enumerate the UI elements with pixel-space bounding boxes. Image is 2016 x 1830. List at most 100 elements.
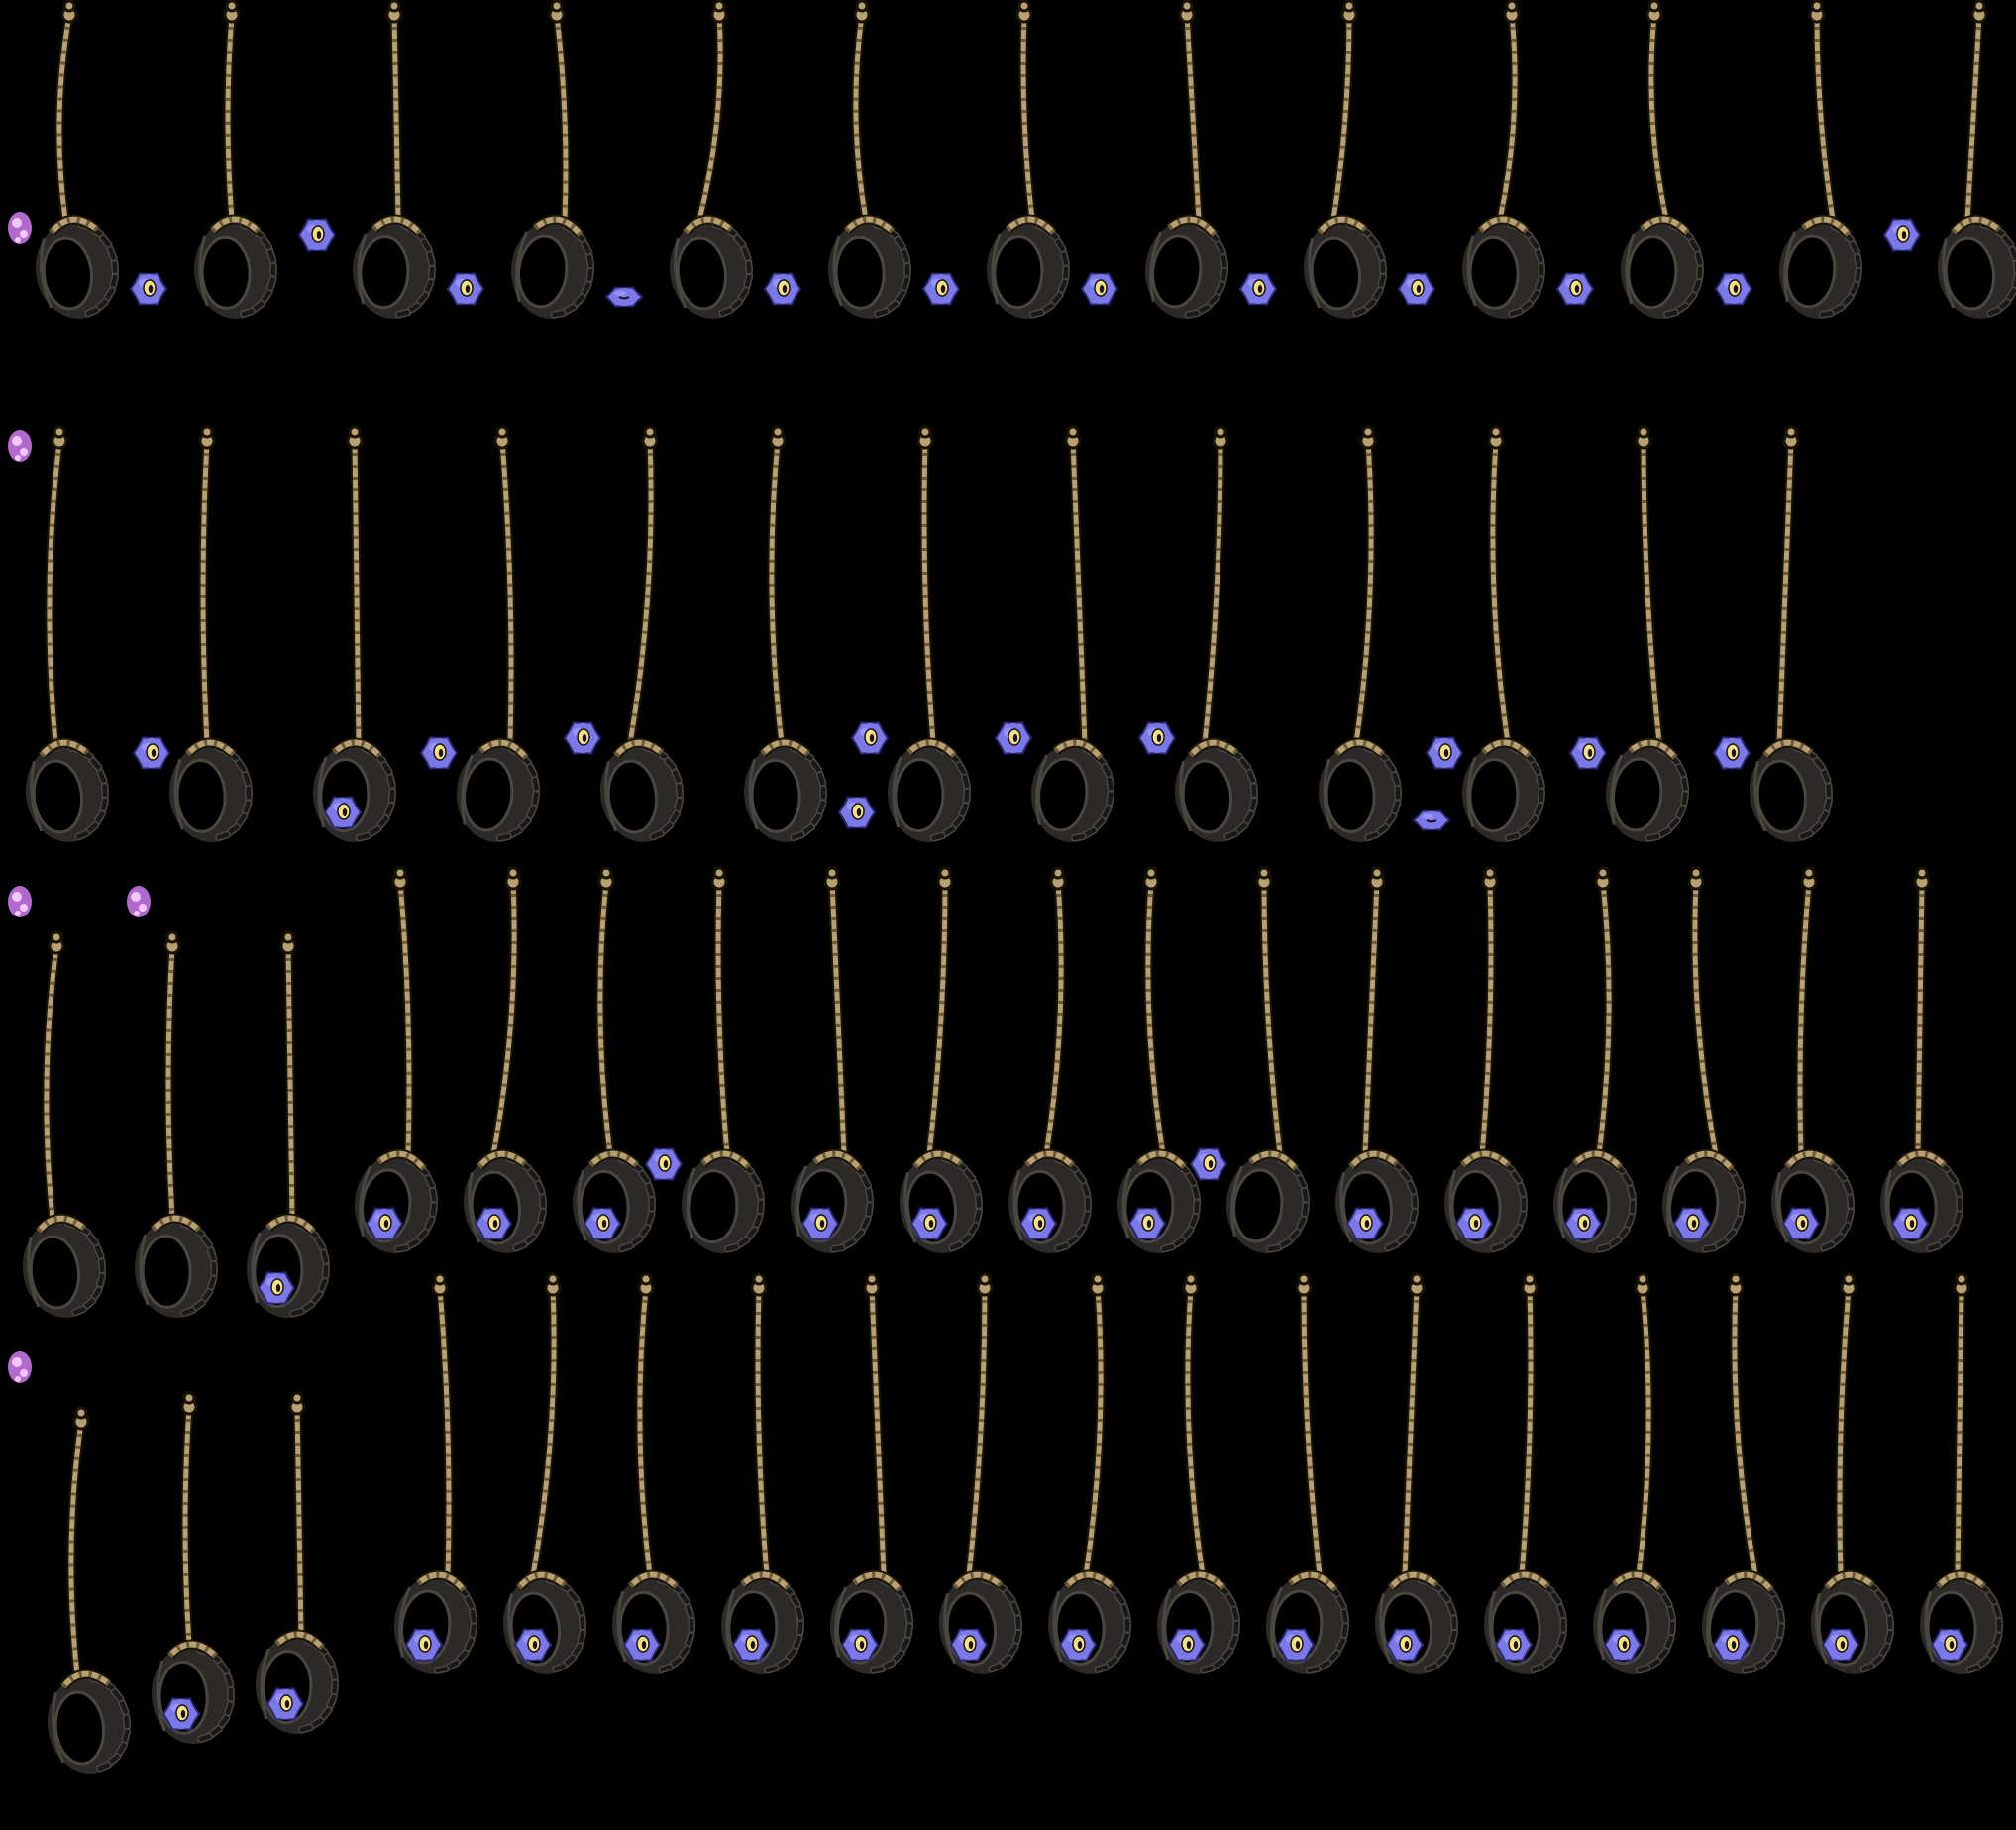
puffle-pupil: [582, 734, 587, 742]
puffle: [323, 796, 363, 829]
rope-wrap: [1478, 216, 1529, 234]
tire-tread: [1231, 1620, 1240, 1636]
tire: [1170, 737, 1263, 846]
tire-tread: [1394, 785, 1402, 802]
tire: [1439, 1148, 1533, 1257]
tire-rim-highlight: [1753, 760, 1767, 832]
rope-stripes: [1814, 14, 1836, 221]
swing-frame: [8, 1351, 136, 1777]
puffle-pupil: [1186, 1641, 1192, 1649]
tire-rim-highlight: [1035, 754, 1049, 825]
tire: [665, 214, 758, 323]
puffle-pupil: [1731, 749, 1737, 757]
tire-tread: [197, 1732, 213, 1744]
rope-knot-top: [1410, 1272, 1424, 1286]
puffle-pupil: [819, 1220, 825, 1228]
puffle: [1454, 1207, 1494, 1240]
rope-stripes: [1202, 440, 1223, 744]
rope-stripes: [47, 440, 62, 744]
rope-stripes: [1184, 14, 1202, 221]
rope-stripes: [1648, 14, 1669, 221]
tire-tread: [1680, 790, 1690, 807]
puffle: [1276, 1628, 1316, 1662]
puffle-pupil: [869, 734, 875, 742]
tire-tread: [1537, 788, 1545, 804]
tire-tread: [1364, 830, 1380, 842]
puffle: [265, 1687, 305, 1721]
rope-stripes: [1479, 881, 1494, 1155]
tire-rim-highlight: [795, 1165, 808, 1237]
rope-wrap: [1762, 739, 1813, 758]
tire-tread: [718, 306, 734, 318]
tire-rim-highlight: [1666, 1165, 1680, 1237]
rope-stripes: [165, 945, 175, 1220]
tire-hole: [993, 235, 1044, 310]
tire-tread: [1384, 1240, 1400, 1252]
rope-stripes: [352, 440, 362, 744]
swing-frame: [934, 1272, 1027, 1678]
tire-rim-highlight: [156, 1660, 166, 1732]
tire-rim-highlight: [616, 1590, 627, 1663]
puffle-pupil: [1901, 231, 1907, 239]
rope-wrap: [1500, 1571, 1550, 1589]
tire-rim-highlight: [317, 756, 328, 828]
tire: [31, 214, 124, 323]
puffle: [1930, 1628, 1969, 1662]
tire-rim-highlight: [1488, 1590, 1499, 1663]
tire-tread: [395, 308, 411, 319]
rope-stripes: [715, 881, 730, 1155]
tire-rim-highlight: [1323, 758, 1333, 830]
puffle-body: [1418, 811, 1445, 829]
rope-knot-top: [387, 0, 401, 13]
tire-hole: [463, 757, 514, 832]
tire-tread: [1223, 829, 1239, 841]
tire-hole: [1181, 759, 1233, 834]
tire: [1026, 737, 1119, 846]
sparkle: [8, 886, 32, 917]
swing-frame: [1806, 1272, 1899, 1678]
tire-rim-highlight: [1597, 1588, 1608, 1661]
row-1-idle-swing: [8, 0, 2016, 323]
puffle: [840, 1628, 880, 1662]
rope-knot-top: [1017, 0, 1031, 13]
puffle: [1603, 1628, 1643, 1662]
puffle-pupil: [1364, 1220, 1370, 1228]
rope-wrap: [760, 739, 810, 757]
rope-knot-top: [165, 930, 179, 944]
puffle-pupil: [968, 1641, 974, 1649]
puffle: [994, 721, 1033, 755]
rope-stripes: [1641, 440, 1662, 744]
rope-knot-top: [74, 1406, 88, 1420]
tire-rim-highlight: [1783, 231, 1797, 302]
tire: [1774, 214, 1867, 323]
tire-tread: [1378, 259, 1388, 275]
swing-frame: [189, 0, 337, 323]
puffle-closed-eye: [1426, 819, 1437, 823]
tire: [1601, 737, 1694, 846]
rope-stripes: [853, 14, 869, 221]
puffle: [1385, 1628, 1425, 1662]
rope-knot-top: [495, 425, 509, 439]
tire-tread: [1701, 1243, 1718, 1253]
tire-tread: [1995, 1617, 2003, 1634]
rope-wrap: [477, 1150, 527, 1169]
tire-tread: [469, 1622, 478, 1639]
rope-stripes: [926, 881, 948, 1155]
tire-tread: [724, 1242, 740, 1253]
tire: [130, 1213, 223, 1322]
tire-hole: [1151, 234, 1203, 309]
puffle: [563, 721, 602, 755]
rope-knot-top: [182, 1391, 196, 1405]
rope-stripes: [1955, 1287, 1964, 1576]
puffle: [763, 272, 802, 306]
tire: [308, 737, 401, 846]
tire-tread: [1645, 832, 1661, 842]
tire-rim-highlight: [943, 1592, 957, 1665]
puffle-pupil: [1077, 1641, 1083, 1649]
tire-tread: [1596, 1242, 1612, 1253]
rope-wrap: [1481, 739, 1532, 758]
puffle-pupil: [601, 1220, 607, 1228]
puffle-pupil: [1731, 1641, 1737, 1649]
rope-wrap: [1684, 1150, 1735, 1171]
tire-tread: [210, 1260, 218, 1277]
